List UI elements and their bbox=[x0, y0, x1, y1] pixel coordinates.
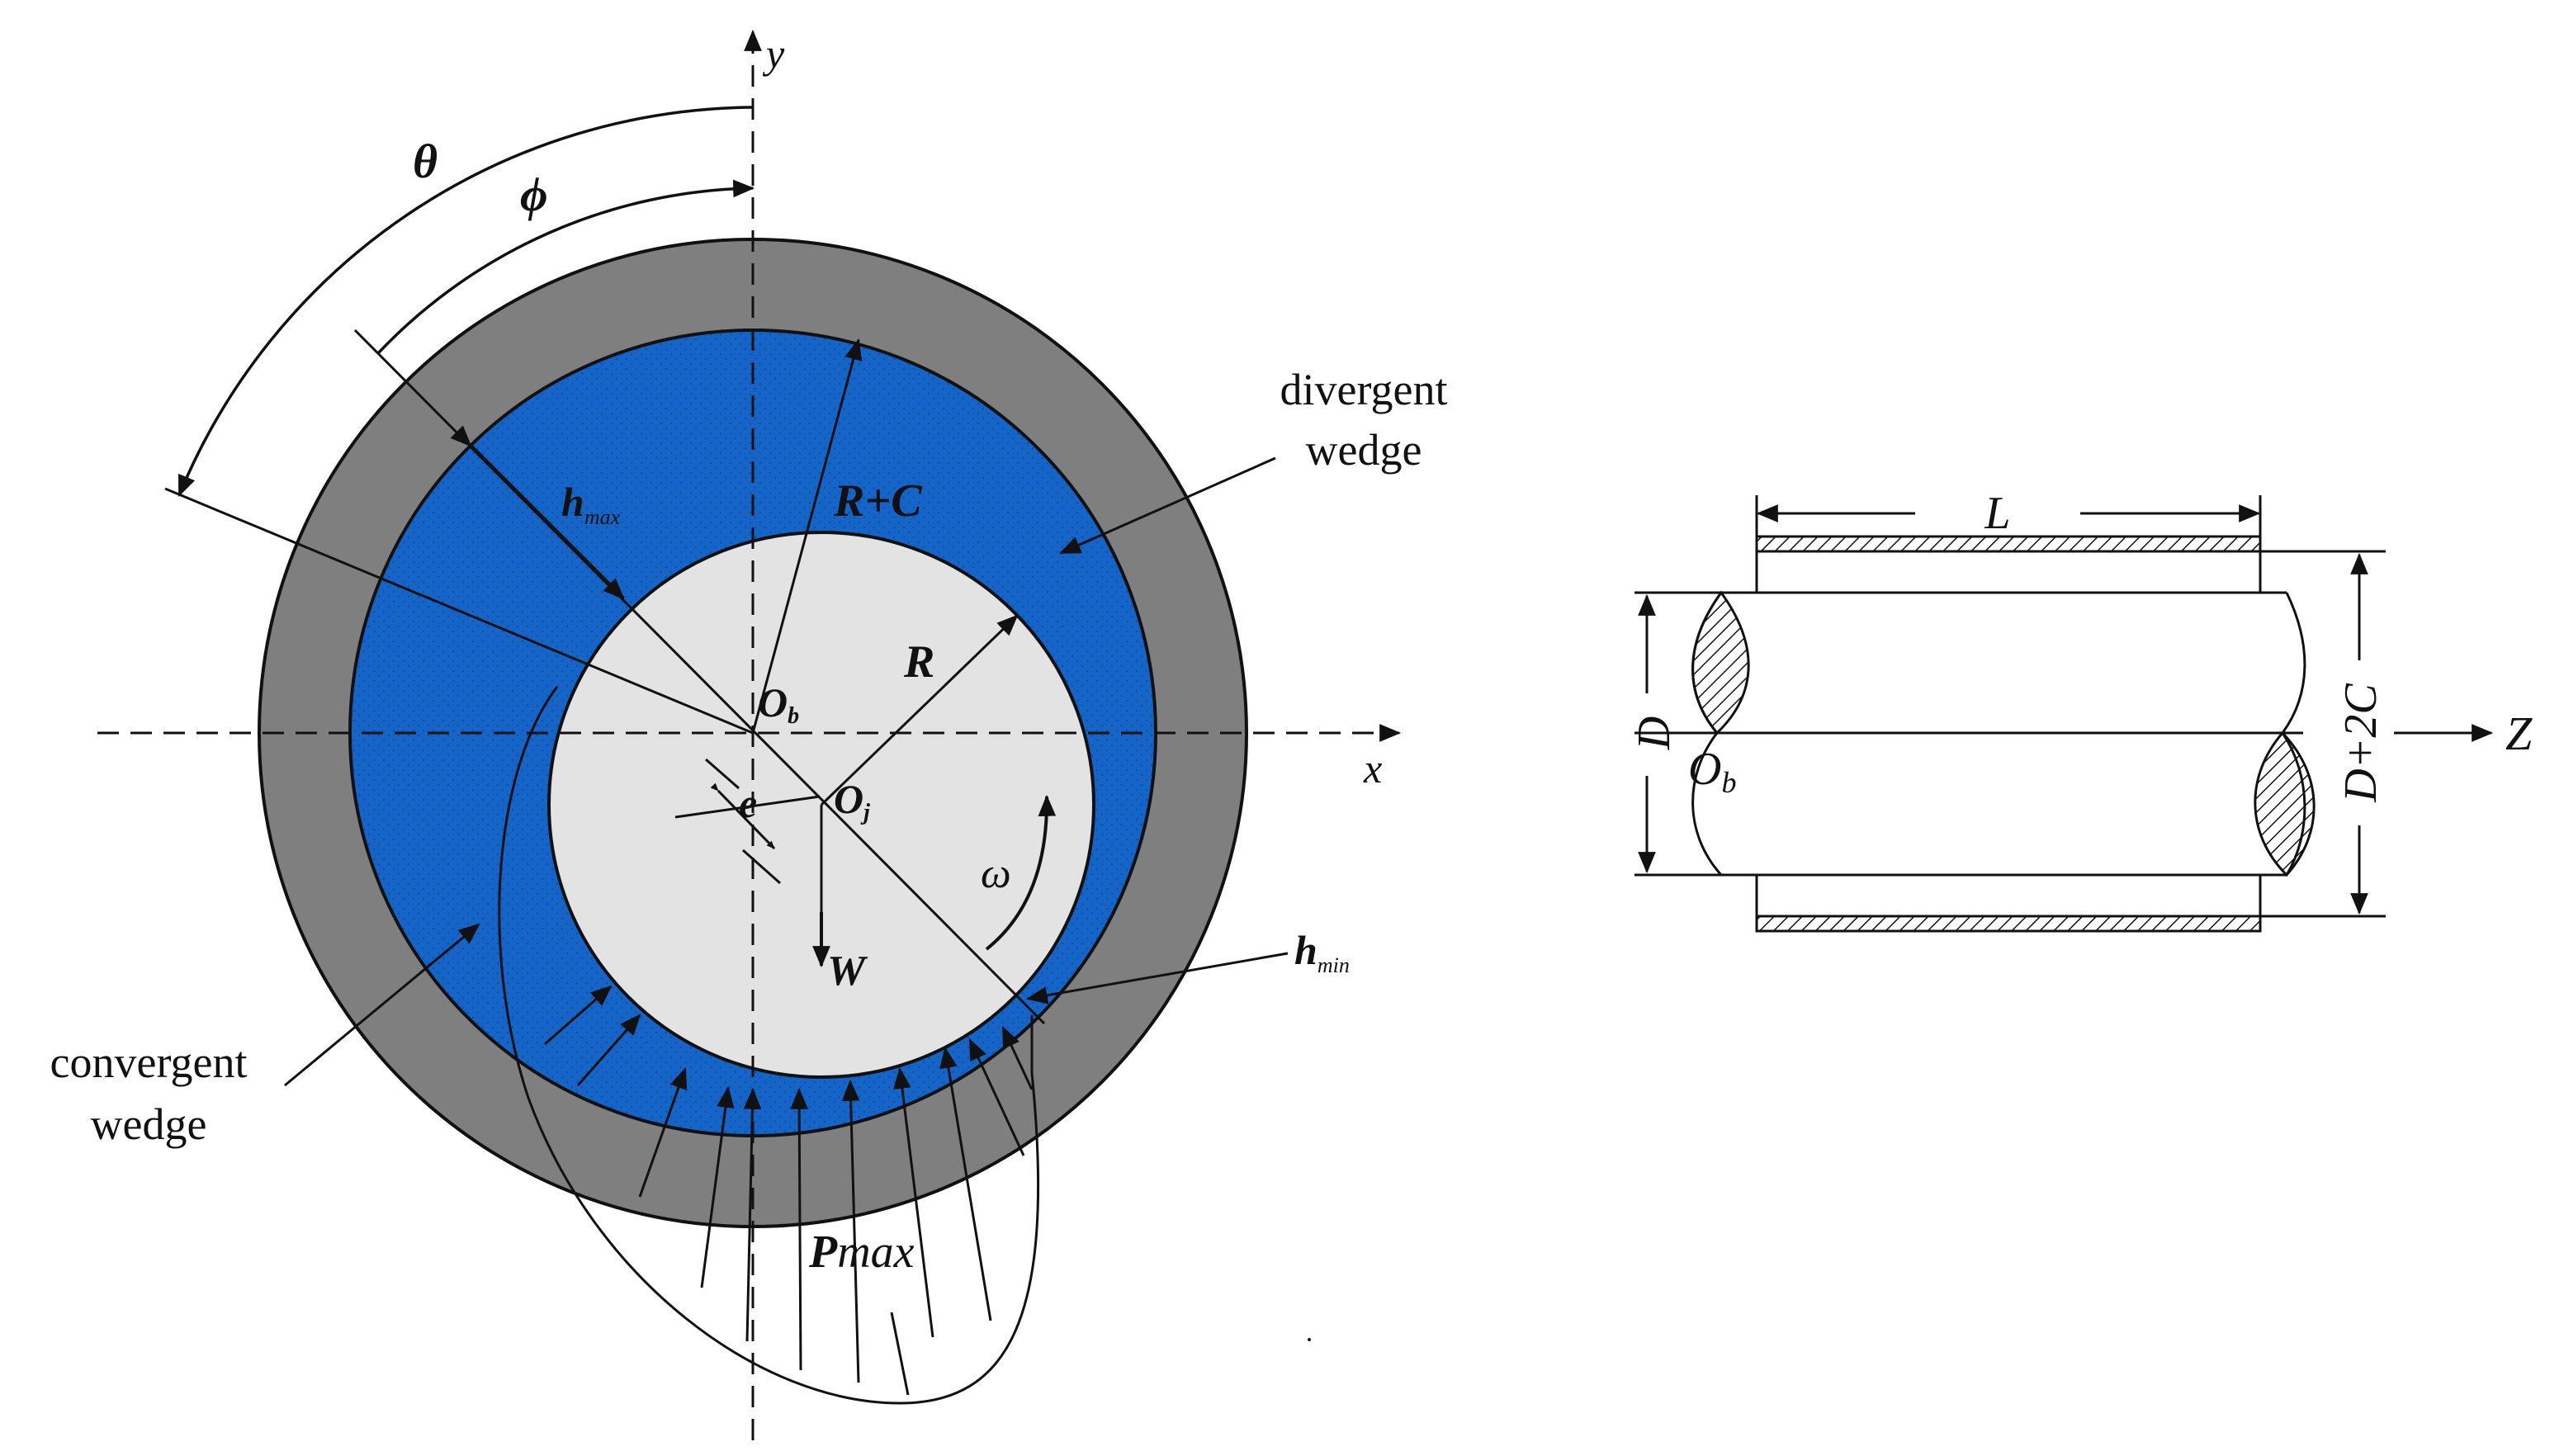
rotation-arrow-omega bbox=[985, 794, 1057, 951]
stray-dot bbox=[1308, 1338, 1311, 1341]
divergent-wedge-label-line1: divergent bbox=[1280, 365, 1448, 414]
phi-label: ϕ bbox=[520, 168, 548, 221]
divergent-wedge-label-line2: wedge bbox=[1306, 425, 1422, 475]
omega-label: ω bbox=[981, 850, 1011, 897]
cross-section-labels: hmax R+C R Ob Oj e ω W hmin Pmax diverge… bbox=[50, 365, 1448, 1278]
pressure-arrow bbox=[700, 1085, 735, 1288]
pressure-arrow bbox=[638, 1066, 688, 1198]
w-label: W bbox=[827, 948, 868, 995]
convergent-wedge-label-line1: convergent bbox=[50, 1038, 248, 1087]
d2c-label: D+2C bbox=[2335, 683, 2387, 803]
theta-arc bbox=[177, 106, 754, 498]
r-plus-c-arrow bbox=[751, 338, 863, 734]
r-arrow bbox=[820, 614, 1019, 806]
y-axis-label: y bbox=[762, 31, 785, 77]
pressure-arrow bbox=[890, 1312, 910, 1396]
convergent-wedge-leader bbox=[284, 923, 480, 1087]
pressure-envelope bbox=[498, 686, 1040, 1405]
e-label: e bbox=[739, 780, 757, 826]
phi-arc bbox=[376, 179, 755, 355]
divergent-wedge-leader bbox=[1059, 456, 1276, 555]
radius-arrows bbox=[450, 338, 1019, 806]
theta-label: θ bbox=[413, 135, 438, 188]
z-label: Z bbox=[2505, 707, 2533, 760]
e-dimension bbox=[710, 782, 776, 850]
d-label: D bbox=[1629, 716, 1680, 750]
pressure-arrow bbox=[1001, 1026, 1034, 1090]
r-plus-c-label: R+C bbox=[833, 475, 922, 527]
pressure-arrow bbox=[790, 1087, 808, 1371]
pressure-arrow bbox=[841, 1079, 860, 1383]
p-max-label: Pmax bbox=[808, 1227, 915, 1278]
r-label: R bbox=[903, 636, 934, 688]
angle-arcs: θ ϕ bbox=[177, 106, 755, 498]
h-min-leader bbox=[1025, 952, 1289, 1005]
ob-side-label: Ob bbox=[1688, 744, 1736, 799]
bearing-bottom-strip bbox=[1755, 915, 2262, 933]
l-label: L bbox=[1984, 488, 2010, 539]
coordinate-axes: y x bbox=[97, 29, 1402, 1440]
h-max-label: hmax bbox=[561, 479, 621, 529]
side-view: L D Ob D+2C Z bbox=[1629, 488, 2533, 933]
bearing-top-strip bbox=[1755, 535, 2262, 553]
x-axis-label: x bbox=[1363, 745, 1382, 792]
h-max-arrow bbox=[450, 425, 625, 600]
theta-ray bbox=[164, 487, 754, 735]
ob-label: Ob bbox=[758, 679, 799, 729]
pressure-arrow bbox=[576, 1014, 641, 1086]
convergent-wedge-label-line2: wedge bbox=[91, 1099, 207, 1149]
oj-label: Oj bbox=[834, 776, 870, 825]
h-min-label: hmin bbox=[1294, 927, 1350, 977]
pressure-arrow bbox=[968, 1038, 1025, 1156]
e-tick-2 bbox=[742, 849, 781, 885]
shaft-left-break-hatch bbox=[1691, 590, 1750, 735]
shaft-right-break-hatch bbox=[2254, 730, 2316, 877]
pressure-arrow bbox=[939, 1046, 992, 1321]
pressure-distribution bbox=[498, 686, 1040, 1405]
pressure-arrow bbox=[743, 1087, 762, 1342]
pressure-arrow bbox=[893, 1066, 934, 1338]
pressure-arrow bbox=[544, 985, 613, 1046]
